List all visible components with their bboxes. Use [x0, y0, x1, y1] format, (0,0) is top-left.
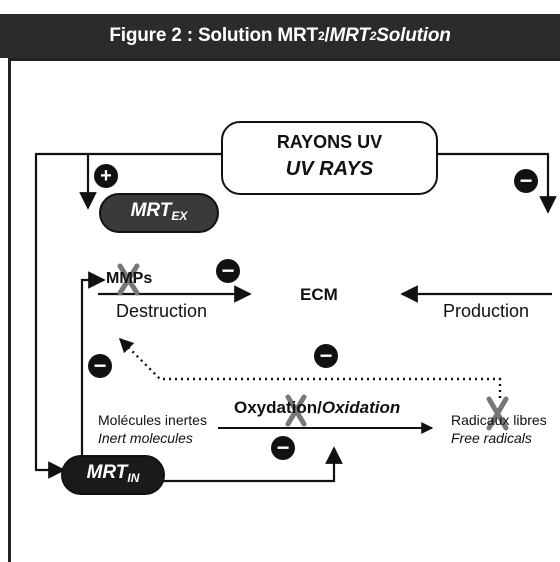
inert-molecules-en: Inert molecules: [98, 430, 193, 446]
mrt-ex-main: MRT: [130, 200, 172, 221]
minus-sign-right: −: [514, 168, 538, 193]
svg-text:+: +: [100, 165, 112, 187]
uv-rays-box: [221, 121, 438, 195]
header-italic-tail: Solution: [376, 25, 451, 46]
minus-sign-mmps: −: [216, 258, 240, 283]
mrt-in-label: MRTIN: [62, 462, 164, 485]
production-label: Production: [443, 301, 530, 321]
mrt-ex-sub: EX: [171, 209, 188, 223]
free-radicals-en: Free radicals: [451, 430, 532, 446]
oxidation-slash: /: [317, 398, 322, 417]
cross-mark-mmps: [117, 263, 140, 296]
svg-text:−: −: [320, 343, 333, 368]
inert-molecules-fr: Molécules inertes: [98, 412, 207, 428]
oxidation-fr: Oxydation: [234, 398, 318, 417]
cross-mark-radicals: [486, 396, 509, 431]
svg-text:−: −: [277, 435, 290, 460]
destruction-label: Destruction: [116, 301, 208, 321]
plus-sign-mrt-ex: +: [94, 164, 118, 188]
oxidation-en: Oxidation: [321, 398, 401, 417]
header-sup-2: 2: [369, 29, 377, 43]
mrt-ex-label: MRTEX: [100, 200, 218, 223]
cross-mark-oxidation: [285, 394, 307, 427]
svg-text:−: −: [94, 353, 107, 378]
svg-text:−: −: [222, 258, 235, 283]
header-separator: /: [324, 25, 330, 46]
header-sup-1: 2: [317, 29, 325, 43]
oxidation-label: Oxydation/Oxidation: [234, 398, 400, 418]
mmps-label: MMPs: [106, 270, 153, 287]
free-radicals-fr: Radicaux libres: [451, 412, 547, 428]
uv-to-production-arrow: [437, 152, 557, 214]
mrt-in-to-oxidation-arrow: [160, 446, 343, 483]
uv-rays-label-fr: RAYONS UV: [276, 132, 383, 152]
header-prefix: Figure 2 : Solution MRT: [109, 25, 318, 46]
mrt-in-to-mmps-arrow: [80, 271, 106, 456]
svg-text:−: −: [520, 168, 533, 193]
uv-to-mrt-in-arrow: [34, 152, 222, 479]
radicals-to-mmps-dotted-arrow: [118, 337, 502, 398]
mrt-in-main: MRT: [86, 462, 128, 483]
minus-sign-bottom: −: [271, 435, 295, 460]
mrt-in-sub: IN: [127, 471, 140, 485]
header-italic-main: MRT: [329, 25, 370, 46]
uv-rays-label-en: UV RAYS: [285, 158, 374, 180]
ecm-label: ECM: [300, 285, 338, 304]
mrt-ex-node: [99, 193, 219, 233]
mrt-in-node: [61, 455, 165, 495]
minus-sign-left: −: [88, 353, 112, 378]
minus-sign-dotted: −: [314, 343, 338, 368]
